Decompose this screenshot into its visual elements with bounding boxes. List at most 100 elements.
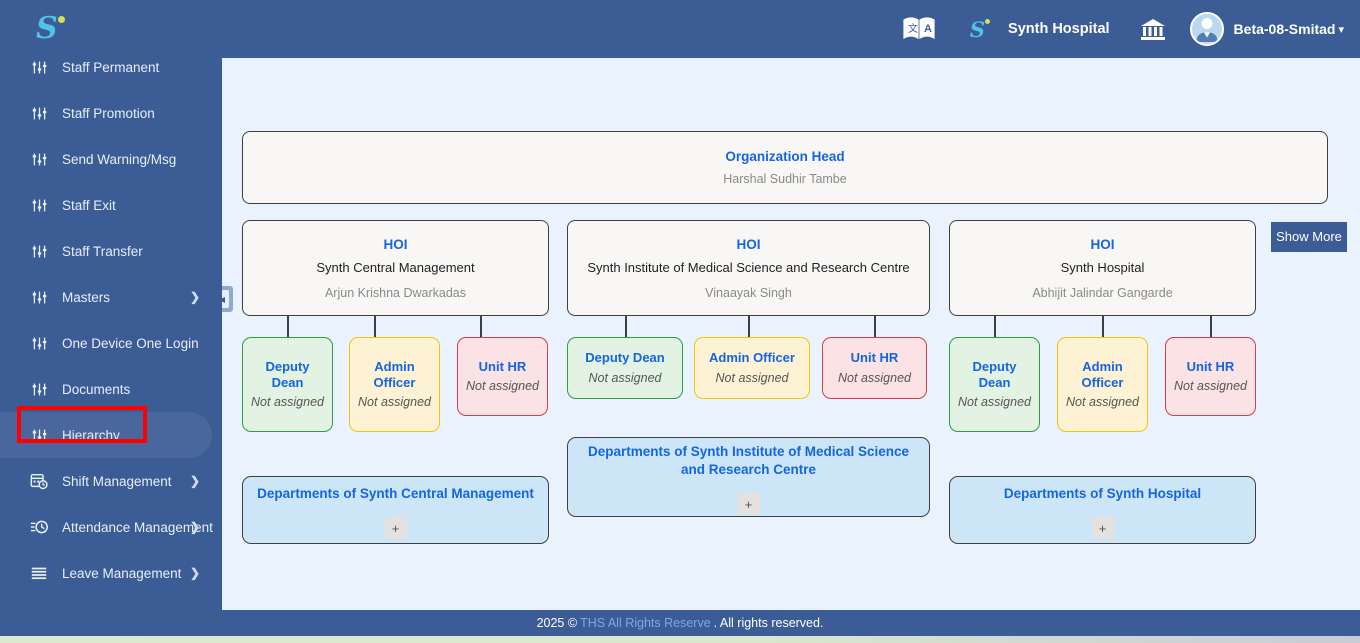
role-card-unit-2-unit-hr[interactable]: Unit HR Not assigned [822, 337, 927, 399]
role-title: Unit HR [850, 350, 899, 366]
role-title: Admin Officer [373, 358, 416, 390]
sidebar-item-label: Staff Promotion [62, 105, 155, 121]
sidebar-item-label: Staff Permanent [62, 59, 160, 75]
translate-icon: 文 A [903, 17, 935, 40]
chevron-right-icon: ❯ [189, 290, 200, 304]
sliders-icon [28, 289, 50, 306]
departments-title: Departments of Synth Institute of Medica… [587, 443, 910, 477]
unit-1-title: HOI [383, 236, 408, 252]
role-title: Unit HR [478, 358, 527, 374]
sliders-icon [28, 59, 50, 76]
role-status: Not assigned [251, 395, 324, 410]
sidebar-item-shift-management[interactable]: Shift Management❯ [0, 458, 222, 504]
sidebar-item-staff-permanent[interactable]: Staff Permanent [0, 44, 222, 90]
role-card-unit-3-unit-hr[interactable]: Unit HR Not assigned [1165, 337, 1256, 416]
unit-1-person: Arjun Krishna Dwarkadas [324, 285, 467, 300]
sidebar-item-masters[interactable]: Masters❯ [0, 274, 222, 320]
sliders-icon [28, 243, 50, 260]
role-title: Admin Officer [709, 350, 795, 366]
desktop-bottom-strip [0, 636, 1360, 643]
connector-role-2-1 [625, 316, 627, 337]
role-status: Not assigned [588, 370, 662, 385]
sliders-icon [28, 151, 50, 168]
connector-role-1-3 [480, 316, 482, 337]
footer-year: 2025 © [536, 616, 578, 630]
brand-logo-dot-icon [985, 18, 991, 24]
main-content: ◀ Organization Head Harshal Sudhir Tambe [222, 58, 1360, 610]
sidebar-item-label: Staff Exit [62, 197, 116, 213]
unit-3-title: HOI [1090, 236, 1115, 252]
sidebar-item-label: Leave Management [62, 565, 182, 581]
unit-2-name: Synth Institute of Medical Science and R… [587, 259, 910, 275]
header-logo-area[interactable]: S [0, 0, 222, 58]
role-card-unit-3-admin-officer[interactable]: Admin Officer Not assigned [1057, 337, 1148, 432]
chevron-right-icon: ❯ [189, 520, 200, 534]
clock-list-icon [28, 518, 50, 536]
role-card-unit-3-deputy-dean[interactable]: Deputy Dean Not assigned [949, 337, 1040, 432]
org-node-root[interactable]: Organization Head Harshal Sudhir Tambe [242, 131, 1328, 204]
role-title: Deputy Dean [972, 358, 1017, 390]
departments-title: Departments of Synth Central Management [257, 485, 534, 501]
add-department-button[interactable]: + [737, 493, 760, 516]
role-status: Not assigned [838, 370, 911, 385]
sidebar-item-send-warning-msg[interactable]: Send Warning/Msg [0, 136, 222, 182]
org-node-unit-1[interactable]: HOI Synth Central Management Arjun Krish… [242, 220, 549, 316]
chevron-right-icon: ❯ [189, 474, 200, 488]
sidebar-item-label: Send Warning/Msg [62, 151, 177, 167]
chevron-down-icon: ▾ [1338, 23, 1344, 36]
org-node-unit-3[interactable]: HOI Synth Hospital Abhijit Jalindar Gang… [949, 220, 1256, 316]
unit-2-person: Vinaayak Singh [705, 285, 792, 300]
departments-card-unit-2[interactable]: Departments of Synth Institute of Medica… [567, 437, 930, 517]
connector-role-3-2 [1102, 316, 1104, 337]
departments-card-unit-3[interactable]: Departments of Synth Hospital + [949, 476, 1256, 544]
user-menu[interactable]: Beta-08-Smitad ▾ [1189, 0, 1344, 58]
org-node-unit-2[interactable]: HOI Synth Institute of Medical Science a… [567, 220, 930, 316]
role-card-unit-1-deputy-dean[interactable]: Deputy Dean Not assigned [242, 337, 333, 432]
sidebar-item-staff-transfer[interactable]: Staff Transfer [0, 228, 222, 274]
connector-role-3-3 [1210, 316, 1212, 337]
sidebar-item-leave-management[interactable]: Leave Management ❯ [0, 550, 222, 596]
role-status: Not assigned [1066, 395, 1139, 410]
sidebar-item-staff-promotion[interactable]: Staff Promotion [0, 90, 222, 136]
role-title: Deputy Dean [265, 358, 310, 390]
chevron-right-icon: ❯ [189, 566, 200, 580]
role-card-unit-2-deputy-dean[interactable]: Deputy Dean Not assigned [567, 337, 683, 399]
unit-3-name: Synth Hospital [1060, 259, 1145, 275]
translate-button[interactable]: 文 A [902, 0, 970, 58]
svg-text:文: 文 [908, 22, 918, 35]
role-status: Not assigned [715, 370, 789, 385]
sidebar-item-attendance-management[interactable]: Attendance Management❯ [0, 504, 222, 550]
sidebar-item-hierarchy[interactable]: Hierarchy [0, 412, 212, 458]
role-title: Deputy Dean [585, 350, 665, 366]
role-status: Not assigned [466, 379, 539, 393]
unit-1-name: Synth Central Management [316, 259, 475, 275]
role-status: Not assigned [358, 395, 431, 410]
sliders-icon [28, 427, 50, 444]
footer-link[interactable]: THS All Rights Reserve [580, 616, 711, 630]
sidebar-item-label: One Device One Login [62, 335, 199, 351]
sidebar-item-documents[interactable]: Documents [0, 366, 222, 412]
sidebar-collapse-toggle[interactable]: ◀ [222, 286, 233, 312]
connector-role-2-3 [874, 316, 876, 337]
show-more-button[interactable]: Show More [1271, 222, 1347, 252]
main-bottom-filler [222, 604, 1360, 610]
role-status: Not assigned [958, 395, 1031, 410]
sliders-icon [28, 197, 50, 214]
role-title: Unit HR [1186, 358, 1235, 374]
sidebar-item-staff-exit[interactable]: Staff Exit [0, 182, 222, 228]
add-department-button[interactable]: + [1091, 517, 1114, 540]
sidebar-item-one-device-one-login[interactable]: One Device One Login [0, 320, 222, 366]
institution-button[interactable] [1140, 0, 1190, 58]
bank-icon [1140, 19, 1165, 40]
departments-card-unit-1[interactable]: Departments of Synth Central Management … [242, 476, 549, 544]
role-card-unit-2-admin-officer[interactable]: Admin Officer Not assigned [694, 337, 810, 399]
add-department-button[interactable]: + [384, 517, 407, 540]
role-card-unit-1-admin-officer[interactable]: Admin Officer Not assigned [349, 337, 440, 432]
avatar [1189, 12, 1224, 46]
role-status: Not assigned [1174, 379, 1247, 393]
role-card-unit-1-unit-hr[interactable]: Unit HR Not assigned [457, 337, 548, 416]
brand-mark-area: S [970, 0, 1008, 58]
